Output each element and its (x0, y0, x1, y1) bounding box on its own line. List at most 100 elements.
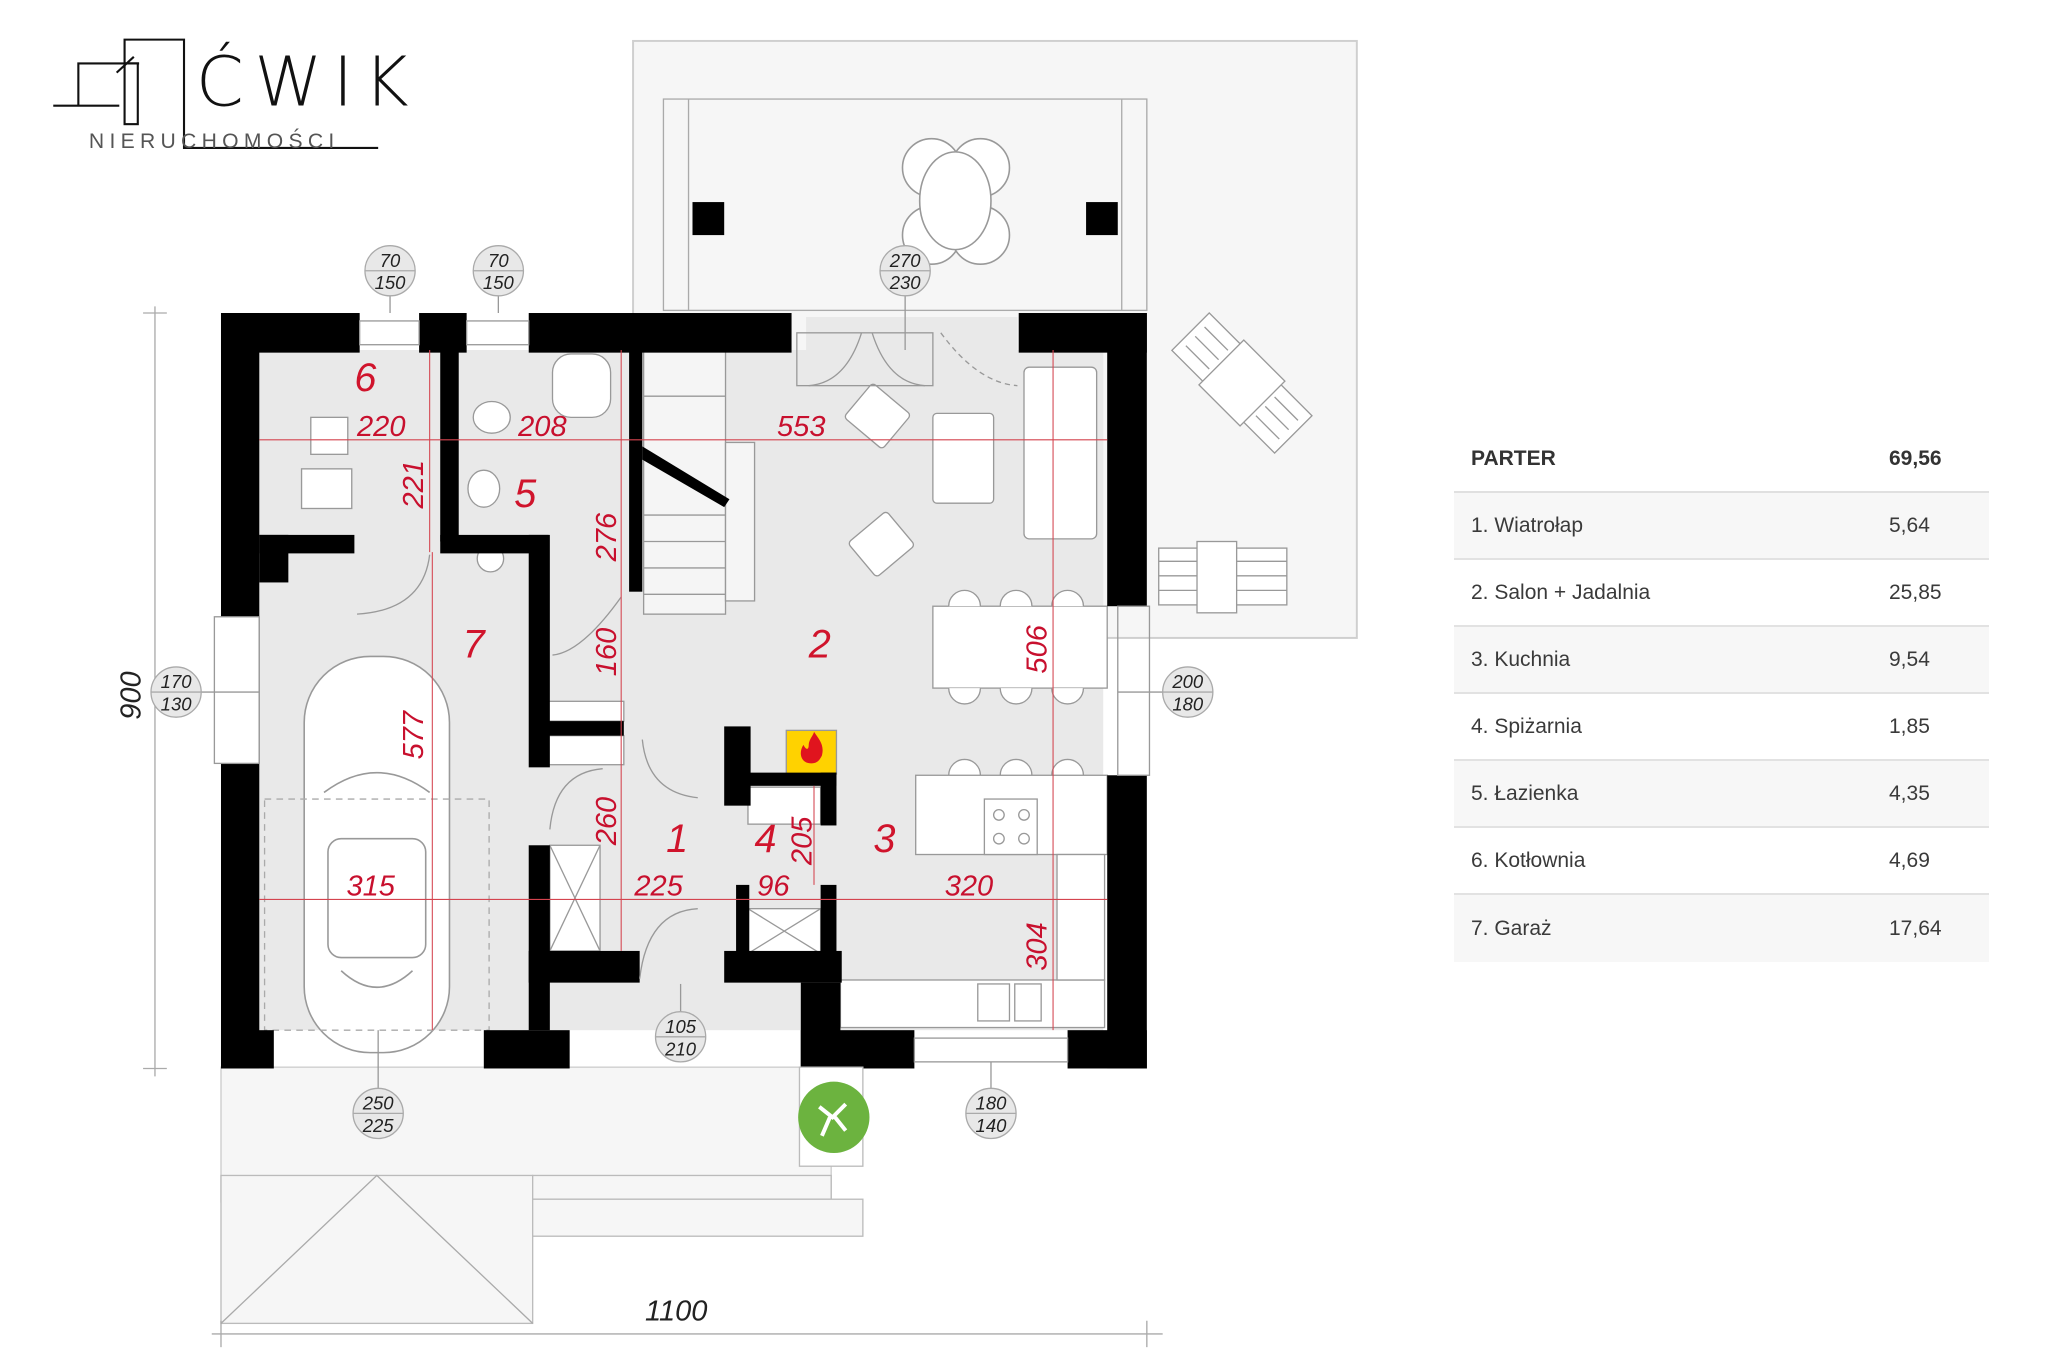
room-area: 9,54 (1889, 647, 1930, 671)
room-label: 6. Kotłownia (1471, 848, 1586, 872)
room-area: 4,69 (1889, 848, 1930, 872)
opening-width: 250 (362, 1092, 395, 1113)
drainer-icon (1014, 983, 1042, 1022)
overall-depth: 900 (115, 671, 147, 719)
opening-width: 270 (889, 250, 922, 271)
dimension-label: 160 (591, 628, 623, 676)
armchair-icon (848, 511, 915, 577)
opening-height: 130 (161, 694, 193, 715)
room-area: 1,85 (1889, 714, 1930, 738)
opening-height: 140 (976, 1115, 1008, 1136)
boiler-base-icon (300, 468, 353, 510)
dimension-label: 260 (591, 797, 623, 846)
room-number-5: 5 (514, 472, 537, 516)
sink-icon (467, 469, 501, 508)
area-table-header: PARTER 69,56 (1454, 426, 1989, 493)
table-row: 7. Garaż 17,64 (1454, 895, 1989, 962)
room-number-1: 1 (666, 817, 688, 861)
room-label: 7. Garaż (1471, 916, 1552, 940)
opening-height: 150 (375, 272, 407, 293)
dimension-label: 304 (1021, 922, 1053, 970)
terrace-pillar (692, 202, 725, 236)
dimension-label: 577 (398, 709, 430, 759)
table-row: 2. Salon + Jadalnia 25,85 (1454, 560, 1989, 627)
cooktop-icon (983, 798, 1038, 856)
dimension-label: 220 (356, 411, 405, 443)
dimension-label: 225 (633, 870, 683, 902)
dimension-label: 320 (945, 870, 993, 902)
sofa-icon (1023, 366, 1098, 540)
table-row: 1. Wiatrołap 5,64 (1454, 493, 1989, 560)
floor-label: PARTER (1471, 446, 1556, 470)
furniture (300, 349, 1108, 1029)
sun-lounger-icon (1170, 312, 1313, 454)
room-number-2: 2 (808, 623, 831, 667)
kitchen-counter-icon (839, 979, 1106, 1029)
room-number-7: 7 (463, 623, 487, 667)
opening-width: 200 (1171, 671, 1204, 692)
table-row: 6. Kotłownia 4,69 (1454, 828, 1989, 895)
openings (213, 320, 1151, 1063)
opening-height: 150 (483, 272, 515, 293)
room-label: 3. Kuchnia (1471, 647, 1571, 671)
logo-name: ĆWIK (196, 41, 419, 123)
room-number-3: 3 (873, 817, 895, 861)
opening-width: 70 (488, 250, 509, 271)
dimension-label: 553 (777, 411, 825, 443)
room-area: 25,85 (1889, 580, 1942, 604)
logo-house-icon (53, 38, 379, 149)
opening-height: 210 (664, 1038, 697, 1059)
opening-width: 180 (976, 1092, 1008, 1113)
dimension-label: 96 (757, 870, 790, 902)
company-logo: ĆWIK NIERUCHOMOŚCI (53, 38, 419, 153)
fire-icon (800, 731, 823, 764)
toilet-icon (472, 400, 511, 434)
dimension-label: 506 (1021, 624, 1053, 673)
opening-height: 225 (362, 1115, 395, 1136)
dimension-label: 221 (398, 460, 430, 509)
opening-height: 180 (1172, 694, 1204, 715)
dining-chairs (948, 589, 1085, 776)
dining-table-icon (932, 605, 1108, 689)
table-row: 5. Łazienka 4,35 (1454, 761, 1989, 828)
logo-subtitle: NIERUCHOMOŚCI (89, 129, 340, 153)
bathtub-icon (551, 353, 612, 419)
opening-width: 70 (380, 250, 401, 271)
room-area: 17,64 (1889, 916, 1942, 940)
opening-width: 170 (161, 671, 193, 692)
room-label: 1. Wiatrołap (1471, 513, 1584, 537)
dimension-label: 315 (346, 870, 395, 902)
tree-icon (798, 1066, 870, 1167)
coffee-table-icon (932, 412, 995, 504)
armchair-icon (844, 383, 911, 449)
walls (220, 313, 1147, 1069)
room-number-6: 6 (354, 356, 377, 400)
area-table: PARTER 69,56 1. Wiatrołap 5,64 2. Salon … (1454, 426, 1989, 962)
terrace-table-icon (901, 137, 1011, 265)
opening-width: 105 (665, 1016, 697, 1037)
table-row: 4. Spiżarnia 1,85 (1454, 694, 1989, 761)
dimension-label: 208 (517, 411, 566, 443)
room-label: 5. Łazienka (1471, 781, 1579, 805)
table-row: 3. Kuchnia 9,54 (1454, 627, 1989, 694)
room-number-4: 4 (755, 817, 777, 861)
car-icon (303, 655, 451, 1054)
dimension-label: 205 (786, 816, 818, 866)
floor-total-area: 69,56 (1889, 446, 1942, 470)
boiler-icon (310, 416, 349, 455)
overall-width: 1100 (645, 1296, 707, 1328)
garage-parking-outline (263, 798, 490, 1031)
front-apron (220, 1066, 864, 1325)
opening-height: 230 (889, 272, 922, 293)
room-label: 2. Salon + Jadalnia (1471, 580, 1651, 604)
fireplace (785, 729, 838, 775)
garden-bench-icon (1158, 540, 1288, 614)
